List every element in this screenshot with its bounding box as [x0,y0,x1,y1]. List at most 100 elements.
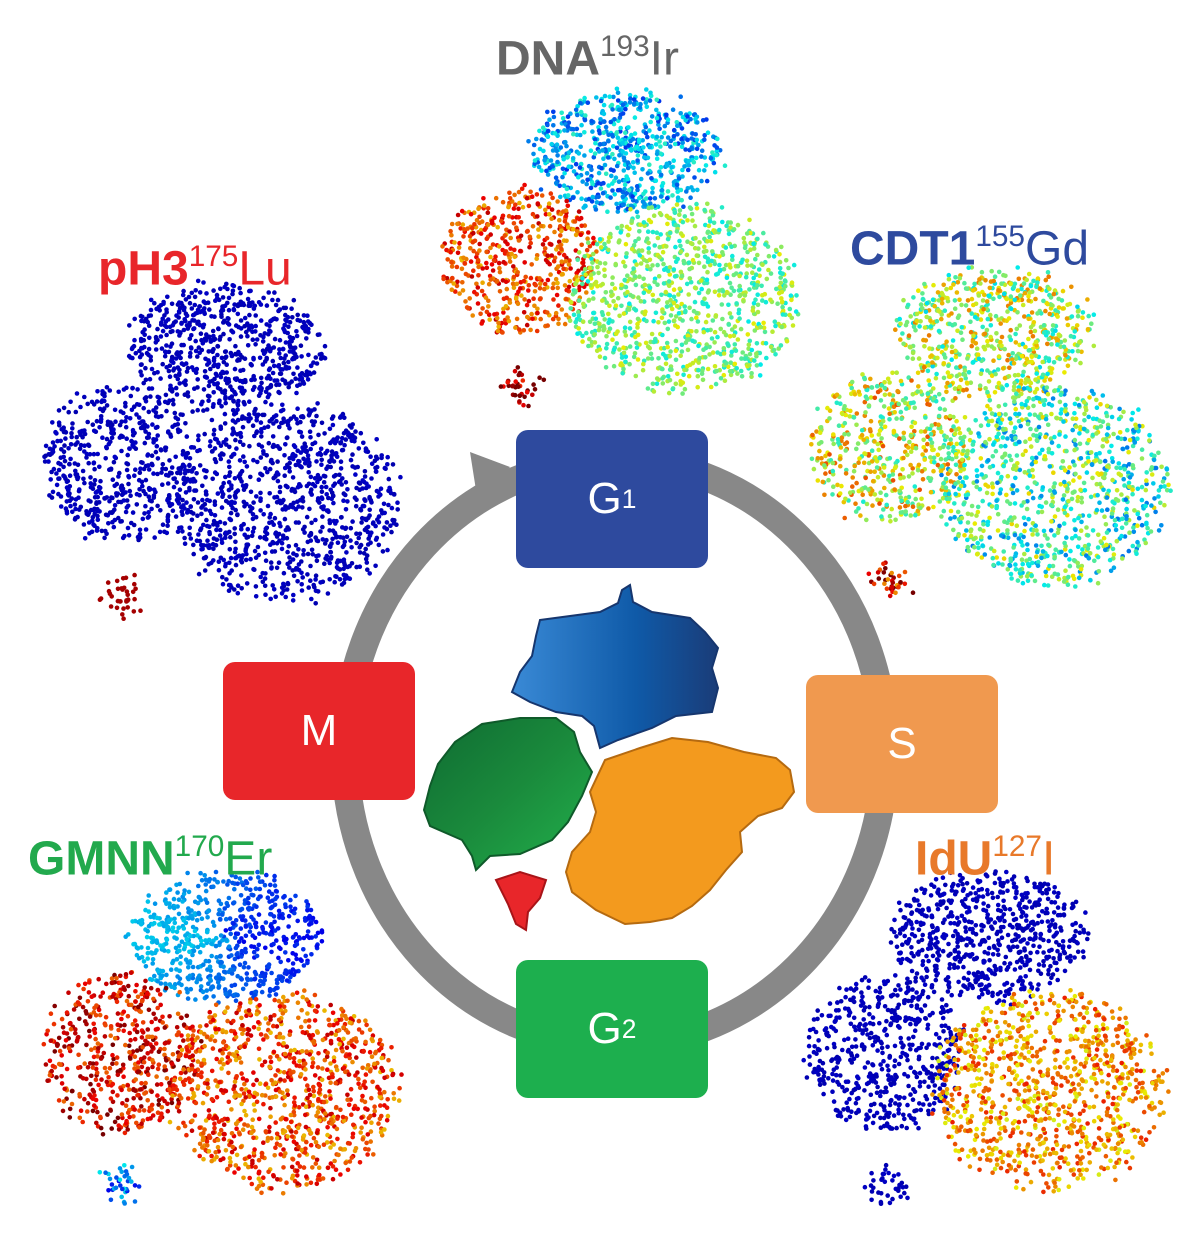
cell-dot [599,200,604,206]
cell-dot [583,203,588,209]
cell-dot [454,264,460,270]
cell-dot [571,127,576,132]
cell-dot [649,176,654,181]
cell-dot [480,266,486,271]
cell-dot [551,281,556,287]
cell-dot [524,322,530,328]
cell-dot [538,281,543,287]
cell-dot [694,137,700,143]
cell-dot [642,202,647,207]
cell-dot [598,98,604,104]
cell-dot [600,148,605,153]
cell-dot [461,227,467,232]
cell-dot [558,233,563,238]
cell-dot [675,189,680,194]
cell-dot [596,128,602,133]
cell-dot [545,277,551,283]
cell-dot [654,107,659,113]
cell-dot [654,151,660,157]
cell-dot [582,153,587,158]
cell-dot [565,114,571,119]
cell-dot [542,286,547,292]
cell-dot [695,120,700,125]
cell-dot [630,160,636,165]
cell-dot [610,188,615,193]
cell-dot [613,175,619,180]
cell-dot [474,281,479,287]
cell-dot [590,129,595,134]
cell-dot [699,178,704,184]
cell-dot [654,156,660,161]
cell-dot [468,259,474,264]
cell-dot [539,137,545,142]
cell-dot [644,104,650,110]
cell-dot [550,285,556,291]
cell-dot [503,249,508,254]
cell-dot [702,137,707,142]
cell-dot [579,122,584,128]
cell-dot [611,94,616,100]
cell-dot [579,242,584,248]
cell-dot [632,170,637,175]
cell-dot [658,165,664,170]
cell-dot [647,144,652,150]
cell-dot [640,138,645,143]
cell-dot [537,128,542,134]
cell-dot [470,313,476,318]
cell-dot [565,154,570,160]
cell-dot [722,163,728,168]
cell-dot [679,126,685,131]
cell-dot [459,208,465,214]
cell-dot [543,212,549,217]
cell-dot [531,142,537,148]
cell-dot [535,306,540,312]
cell-dot [631,101,637,107]
cell-dot [522,182,527,188]
cell-dot [644,87,649,92]
cell-dot [488,232,494,237]
cell-dot [526,139,531,144]
cell-dot [591,154,597,160]
cell-dot [522,260,527,265]
cell-dot [600,190,606,196]
cell-dot [592,137,598,142]
cell-dot [621,155,627,161]
cell-dot [548,158,554,163]
cell-dot [671,133,677,139]
cell-dot [506,318,512,324]
cell-dot [505,315,510,320]
cell-dot [530,224,536,229]
cell-dot [647,196,653,201]
cell-dot [689,185,694,190]
cell-dot [662,123,668,129]
cell-dot [621,168,627,173]
cell-dot [555,280,560,286]
cell-dot [664,112,669,118]
cell-dot [710,150,715,155]
cell-dot [599,165,604,171]
cell-dot [615,90,621,95]
cell-dot [607,94,612,99]
cell-dot [541,148,546,154]
cell-dot [551,297,556,302]
cell-dot [507,255,512,260]
cell-dot [641,145,646,150]
cell-dot [463,299,468,304]
cell-dot [571,227,576,232]
cell-dot [616,107,622,113]
cell-dot [555,199,560,204]
cell-dot [491,257,497,263]
cell-dot [586,196,592,202]
cell-dot [638,176,644,182]
cell-dot [476,264,481,270]
cell-dot [468,246,473,251]
cell-dot [522,297,527,302]
cell-dot [561,183,567,188]
cell-dot [575,190,580,195]
cell-dot [460,280,465,285]
cell-dot [679,144,685,150]
cell-dot [612,117,617,122]
cell-dot [564,198,569,204]
cell-dot [671,158,676,163]
